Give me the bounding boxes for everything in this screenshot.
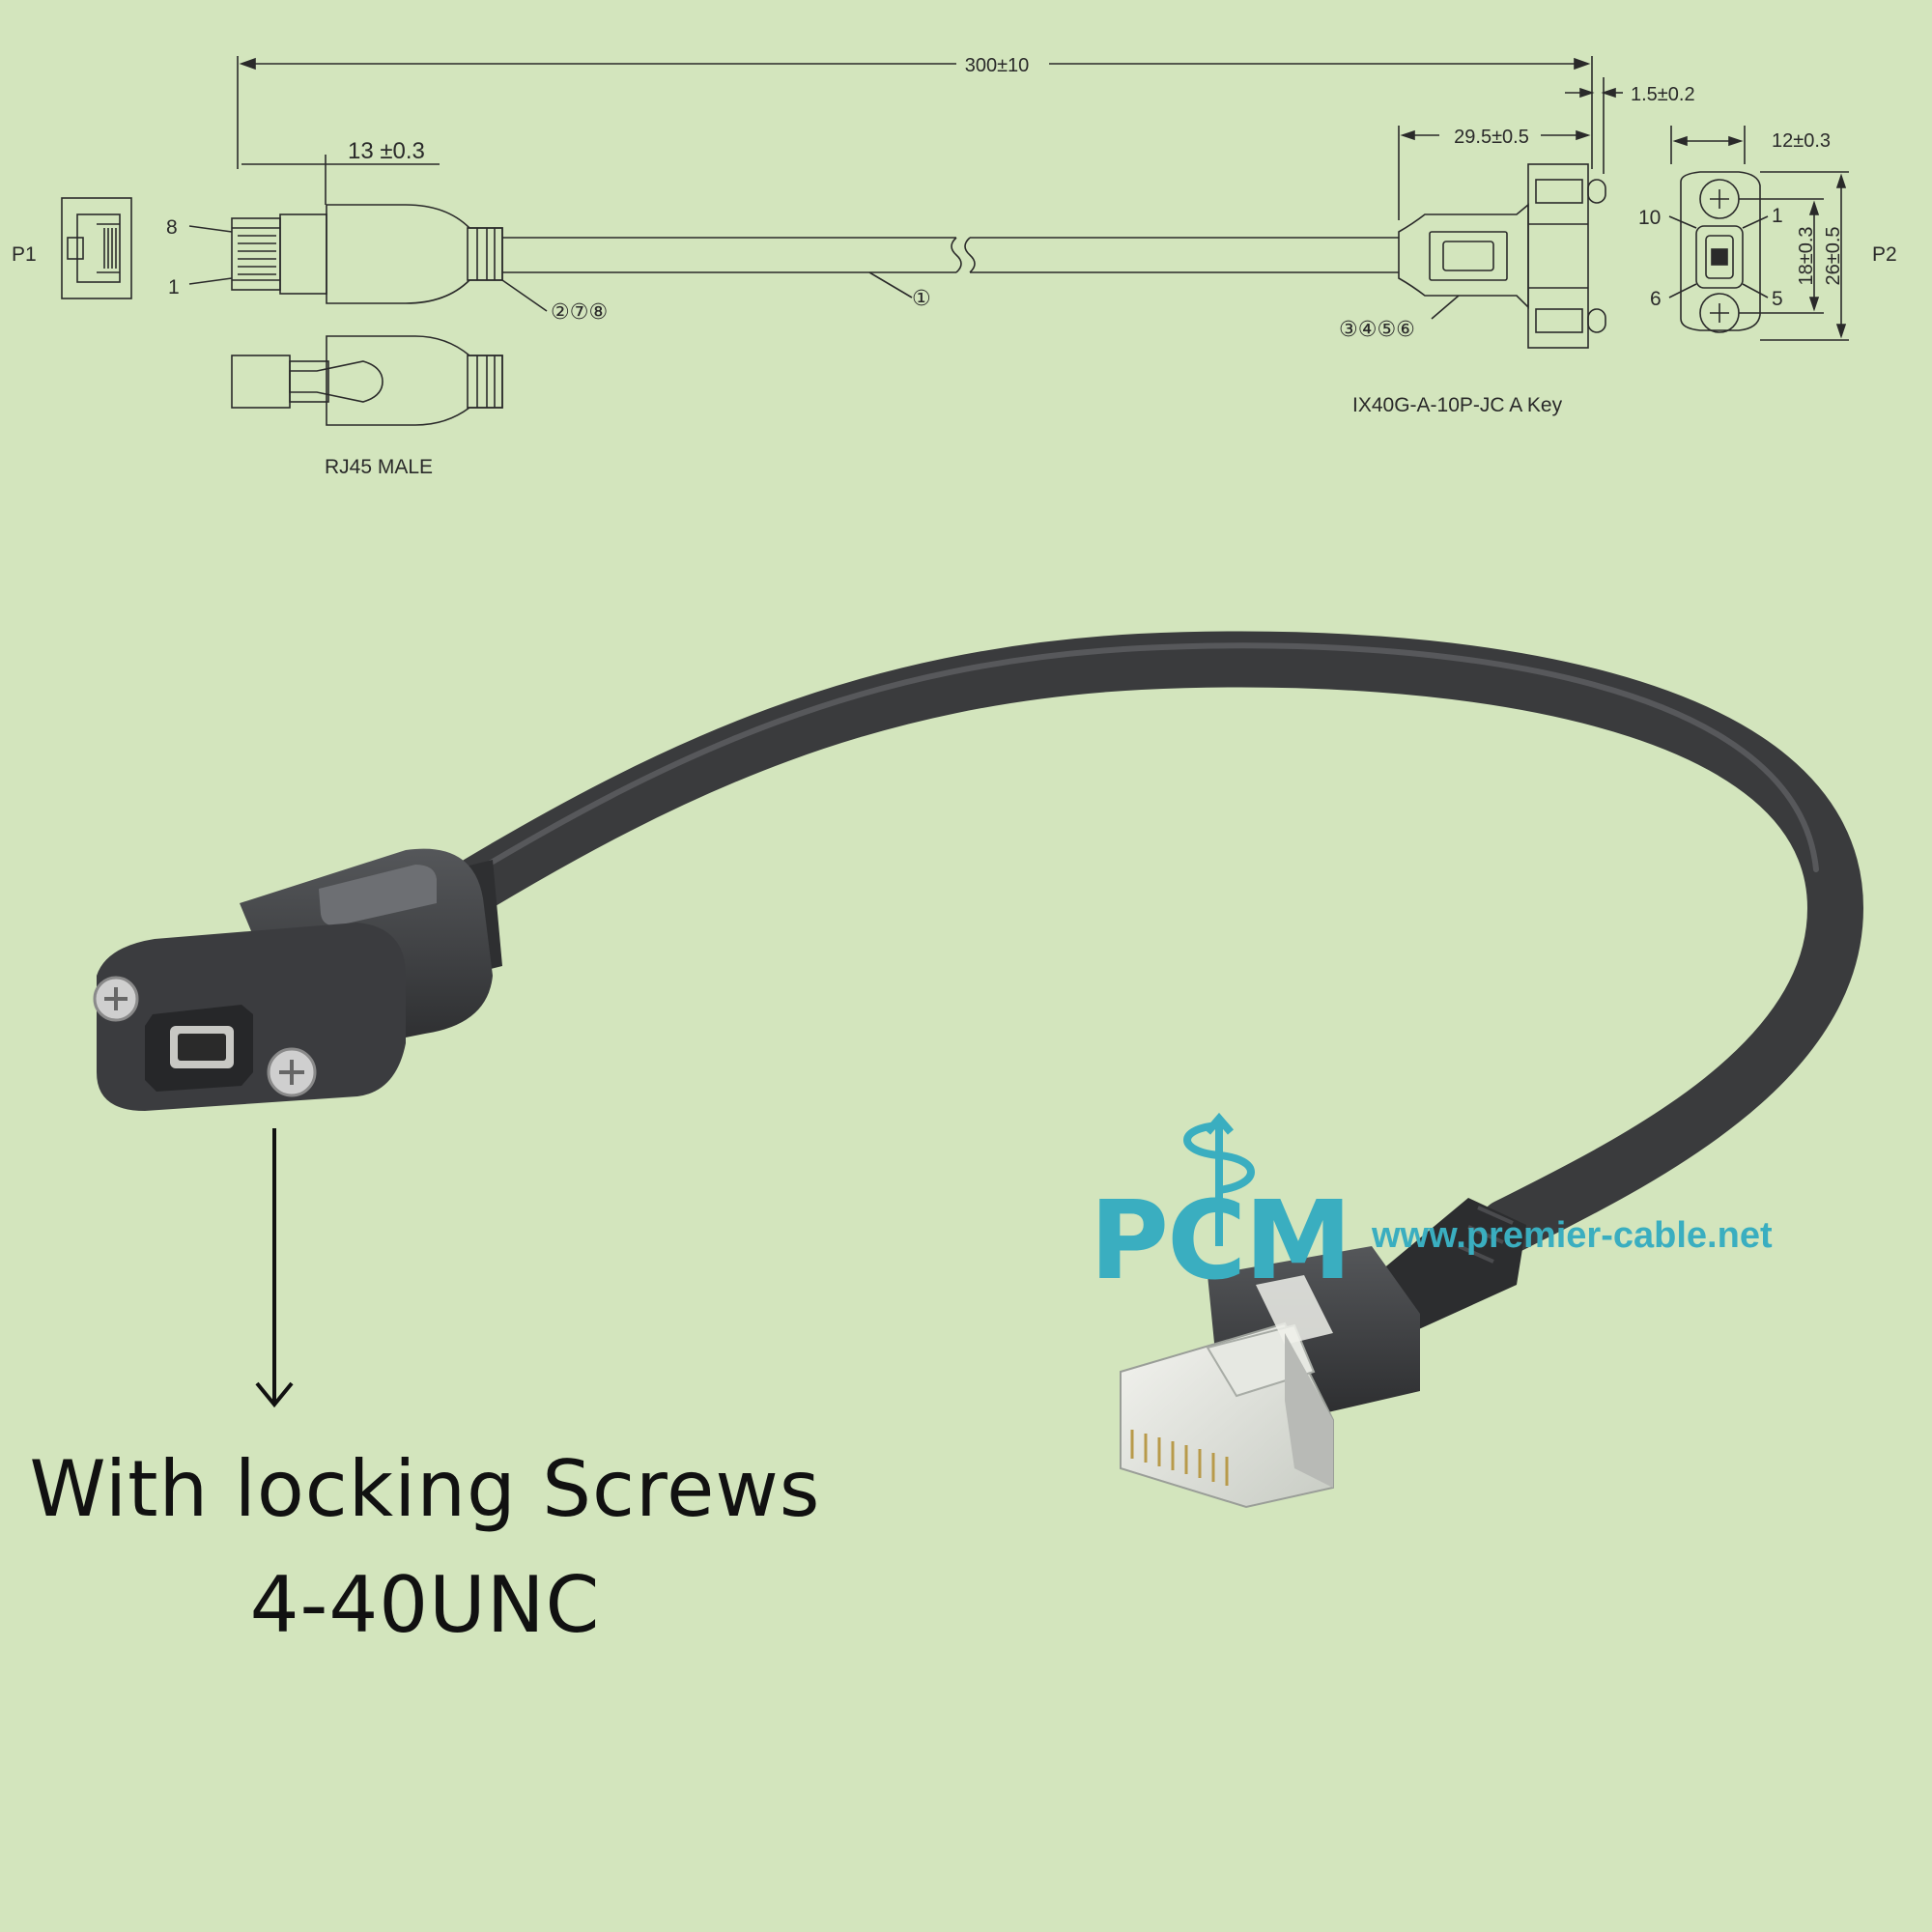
caption-screw-thread: 4-40UNC	[249, 1560, 601, 1650]
dim-flange-height: 26±0.5	[1823, 226, 1844, 285]
label-p2: P2	[1872, 243, 1897, 266]
label-pin-10: 10	[1638, 207, 1661, 229]
dim-screw-spacing: 18±0.3	[1796, 226, 1817, 285]
dim-overall-length: 300±10	[965, 55, 1030, 76]
label-pin-8: 8	[166, 216, 178, 239]
dim-face-width: 12±0.3	[1772, 130, 1831, 152]
label-pin-5: 5	[1772, 288, 1783, 310]
brand-logo: PCM	[1090, 1179, 1352, 1304]
pcm-logo-icon	[1183, 1112, 1255, 1246]
dim-panel-connector-length: 29.5±0.5	[1454, 127, 1529, 148]
technical-drawing: 300±10 13 ±0.3 1.5±0.2 29.5±0.5 12±0.3 1…	[12, 55, 1897, 478]
dim-flange-thickness: 1.5±0.2	[1631, 84, 1695, 105]
caption-locking-screws: With locking Screws	[29, 1444, 821, 1534]
cable	[426, 631, 1864, 1255]
rj45-plug	[1120, 1198, 1526, 1509]
brand-url: www.premier-cable.net	[1372, 1215, 1773, 1256]
caption-panel-connector: IX40G-A-10P-JC A Key	[1352, 394, 1563, 416]
panel-mount-connector	[93, 848, 502, 1111]
label-pin-1-right: 1	[1772, 205, 1783, 227]
dim-rj45-plug-length: 13 ±0.3	[348, 138, 425, 164]
callout-panel-parts: ③④⑤⑥	[1339, 318, 1415, 342]
cable-photo	[93, 631, 1864, 1509]
label-pin-1-left: 1	[168, 276, 180, 298]
arrow-down-icon	[255, 1128, 294, 1408]
callout-rj45-parts: ②⑦⑧	[551, 300, 608, 325]
label-p1: P1	[12, 243, 37, 266]
callout-cable: ①	[912, 287, 931, 311]
label-pin-6: 6	[1650, 288, 1662, 310]
caption-rj45-male: RJ45 MALE	[325, 456, 433, 478]
